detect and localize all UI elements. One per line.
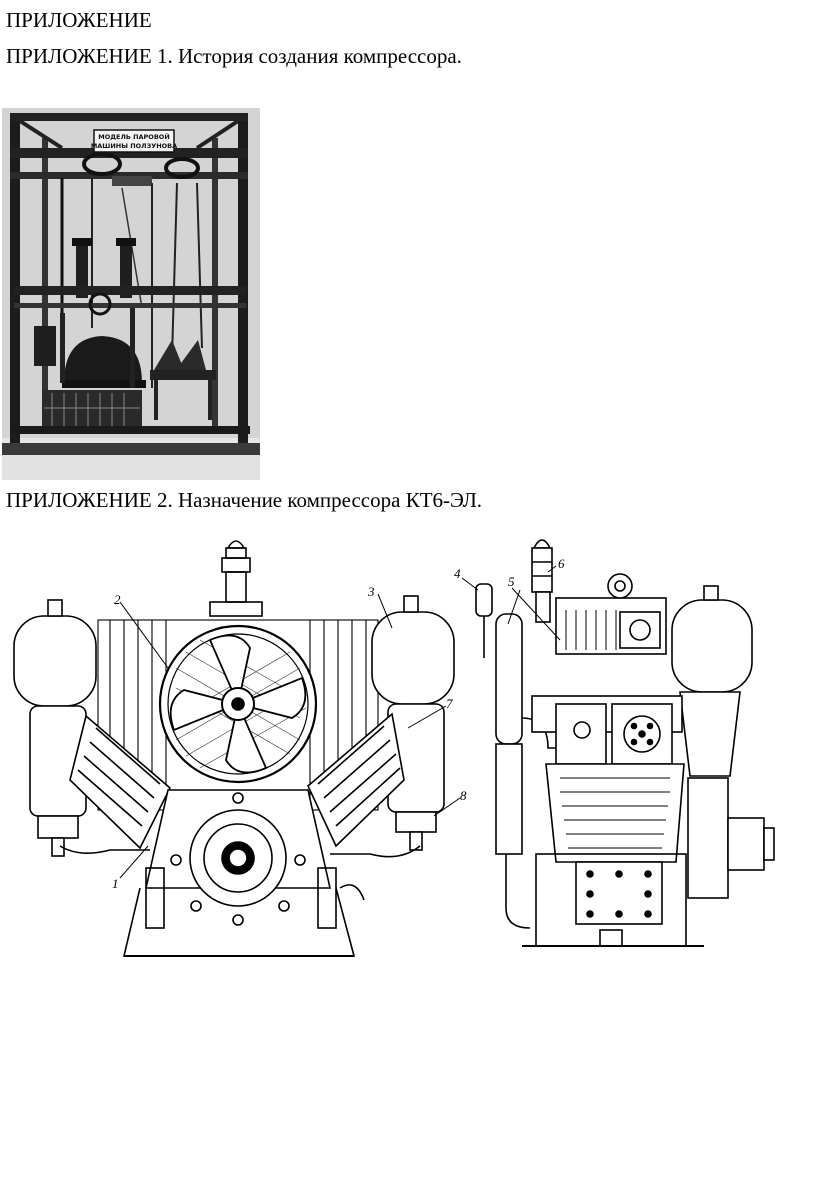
page-heading: ПРИЛОЖЕНИЕ bbox=[6, 8, 152, 32]
callout-4: 4 bbox=[454, 566, 461, 581]
compressor-front-view bbox=[13, 540, 461, 957]
callout-8: 8 bbox=[460, 788, 467, 803]
appendix-2-title: ПРИЛОЖЕНИЕ 2. Назначение компрессора КТ6… bbox=[6, 488, 483, 512]
callout-3: 3 bbox=[367, 584, 375, 599]
callout-6: 6 bbox=[558, 556, 565, 571]
appendix-1-title: ПРИЛОЖЕНИЕ 1. История создания компрессо… bbox=[6, 44, 462, 68]
polzunov-engine-model-photo: МОДЕЛЬ ПАРОВОЙ МАШИНЫ ПОЛЗУНОВА bbox=[2, 108, 260, 480]
callout-1: 1 bbox=[112, 876, 119, 891]
compressor-side-view bbox=[461, 539, 775, 947]
callout-2: 2 bbox=[114, 592, 121, 607]
kt6-compressor-drawing: 2 3 7 8 1 bbox=[0, 528, 816, 960]
sign-text-line1: МОДЕЛЬ ПАРОВОЙ bbox=[98, 132, 170, 141]
sign-text-line2: МАШИНЫ ПОЛЗУНОВА bbox=[91, 142, 177, 150]
callout-7: 7 bbox=[446, 696, 453, 711]
callout-5: 5 bbox=[508, 574, 515, 589]
